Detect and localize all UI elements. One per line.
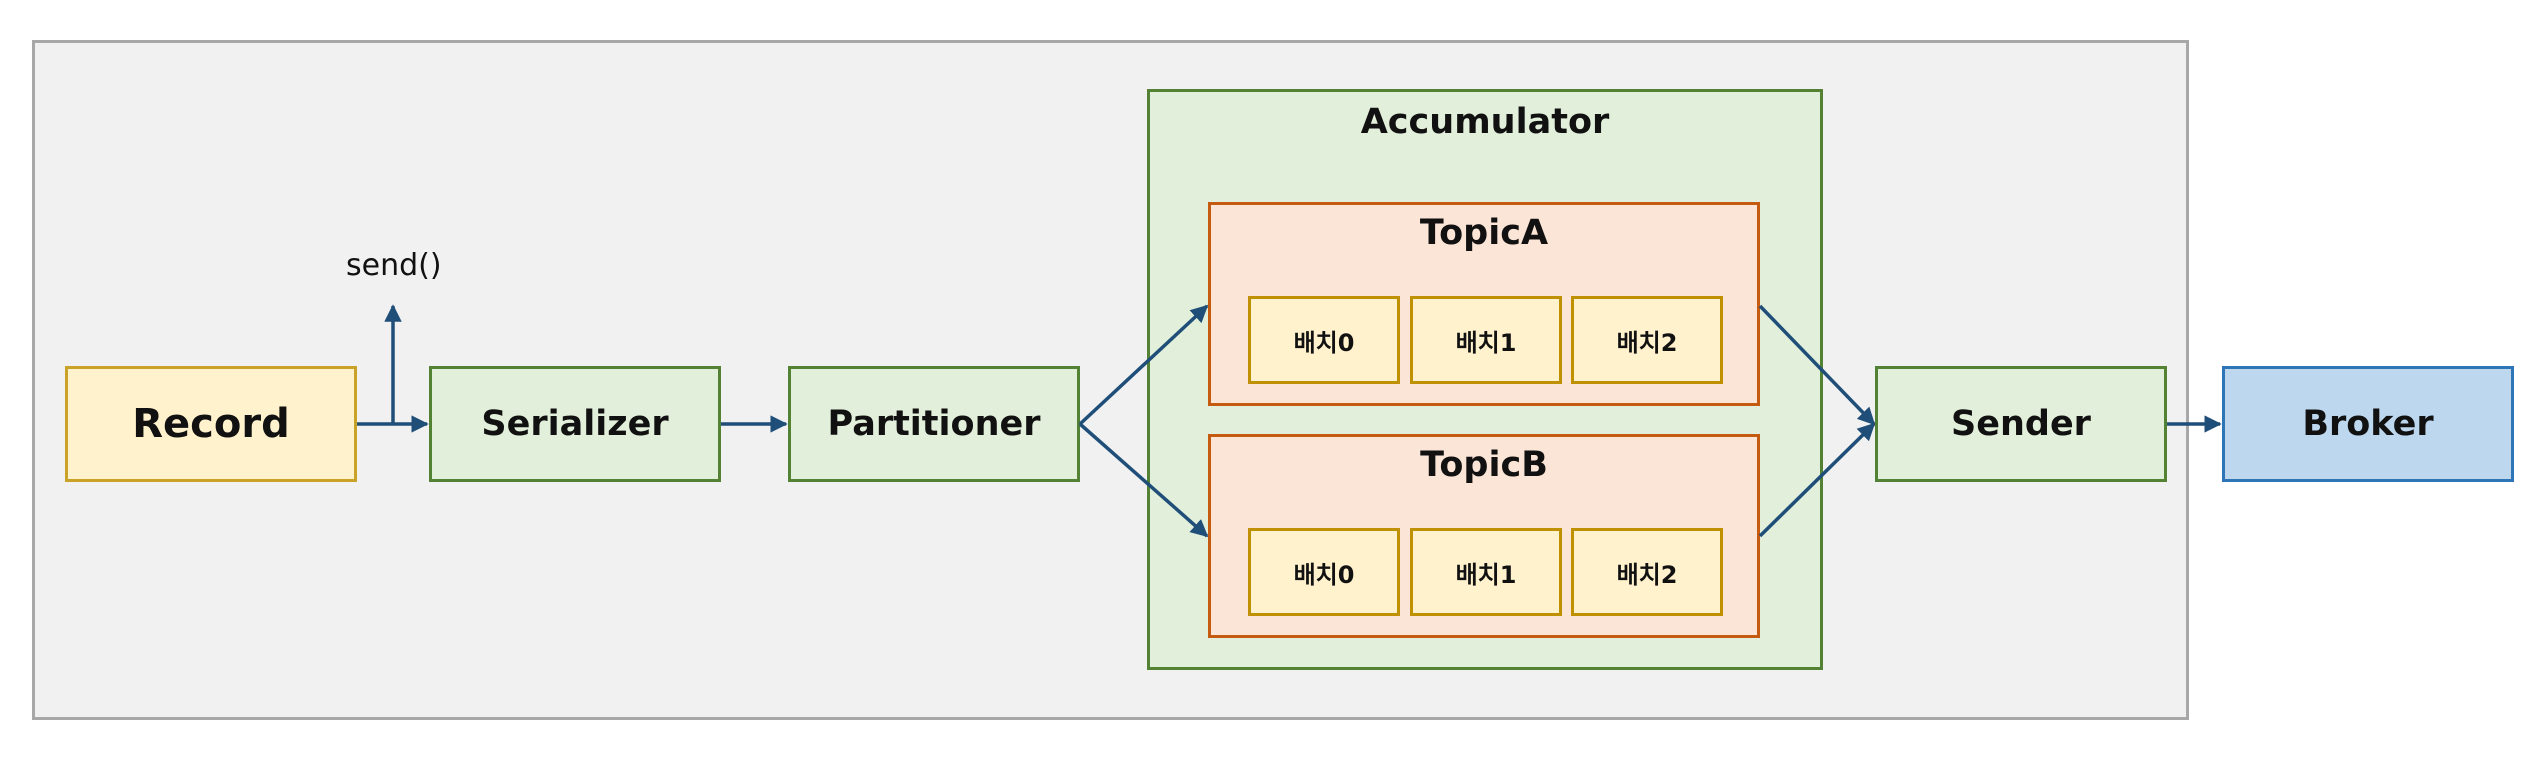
arrow-topic-a-to-sender (1758, 304, 1876, 426)
broker-node: Broker (2222, 366, 2514, 482)
arrow-partitioner-to-topic-a (1078, 304, 1209, 426)
record-label: Record (132, 401, 290, 447)
arrow-topic-b-to-sender (1758, 422, 1876, 538)
topic-b-batch-0: 배치0 (1248, 528, 1400, 616)
partitioner-node: Partitioner (788, 366, 1080, 482)
partitioner-label: Partitioner (827, 404, 1041, 444)
topic-a-group: TopicA 배치0 배치1 배치2 (1208, 202, 1760, 406)
serializer-label: Serializer (481, 404, 669, 444)
sender-label: Sender (1951, 404, 2091, 444)
send-label: send() (346, 248, 442, 283)
topic-b-title: TopicB (1420, 445, 1548, 485)
topic-b-batch-2: 배치2 (1571, 528, 1723, 616)
topic-a-batch-0: 배치0 (1248, 296, 1400, 384)
accumulator-title: Accumulator (1360, 102, 1610, 142)
record-node: Record (65, 366, 357, 482)
topic-a-batch-2: 배치2 (1571, 296, 1723, 384)
broker-label: Broker (2302, 404, 2434, 444)
topic-b-group: TopicB 배치0 배치1 배치2 (1208, 434, 1760, 638)
topic-a-batch-1: 배치1 (1410, 296, 1562, 384)
topic-a-title: TopicA (1419, 213, 1549, 253)
topic-b-batch-1: 배치1 (1410, 528, 1562, 616)
serializer-node: Serializer (429, 366, 721, 482)
sender-node: Sender (1875, 366, 2167, 482)
arrow-partitioner-to-topic-b (1078, 422, 1209, 538)
